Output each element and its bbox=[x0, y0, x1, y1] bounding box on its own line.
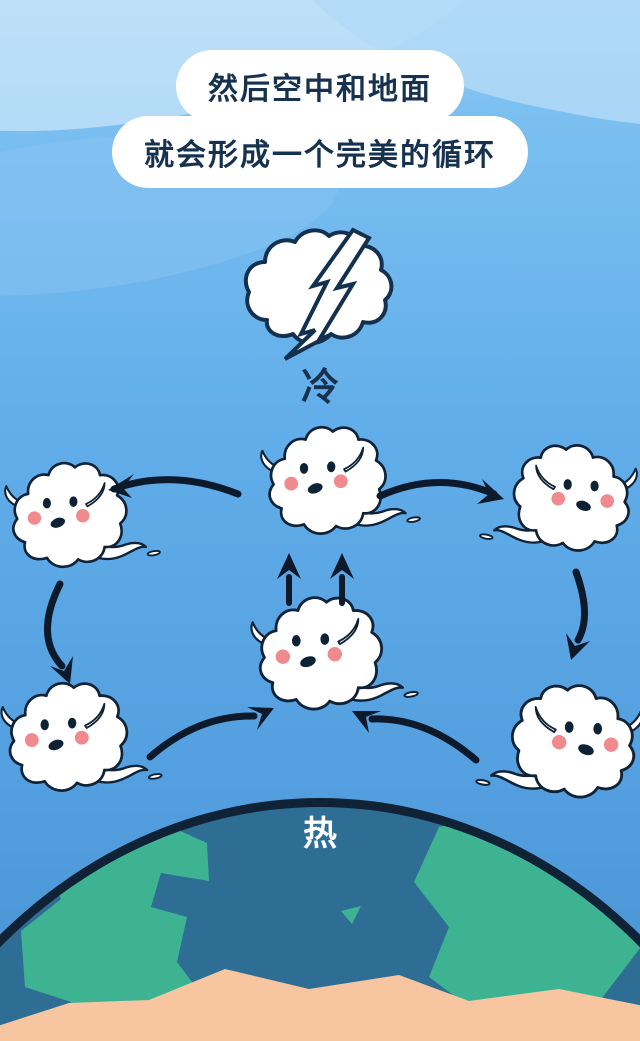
cloud-character-top-center bbox=[256, 422, 424, 542]
island bbox=[341, 906, 361, 924]
continent-left bbox=[21, 817, 209, 1041]
arrow-bottomright-to-middle bbox=[368, 715, 480, 764]
lightning-bolt-icon bbox=[283, 227, 372, 361]
cloud-character-bottom-right bbox=[472, 680, 640, 806]
cloud-character-top-left bbox=[0, 458, 164, 575]
continent-right bbox=[414, 813, 640, 1041]
arrowhead-up bbox=[330, 553, 354, 579]
earth-globe bbox=[0, 798, 640, 1041]
cloud-character-top-right bbox=[476, 440, 640, 559]
arrow-descend-right bbox=[572, 568, 589, 644]
arrowhead-up bbox=[277, 553, 301, 579]
hot-label: 热 bbox=[303, 815, 337, 853]
cloud-character-middle bbox=[246, 592, 422, 718]
title-banner-2: 就会形成一个完美的循环 bbox=[112, 116, 528, 188]
cloud-character-bottom-left bbox=[0, 678, 166, 799]
earth-surface bbox=[0, 813, 640, 1041]
sand-landmass bbox=[0, 969, 640, 1041]
arrow-descend-left bbox=[44, 580, 66, 670]
title-banner-1: 然后空中和地面 bbox=[176, 50, 464, 122]
storm-cloud-lightning-icon bbox=[243, 227, 394, 361]
arrowhead-down-left bbox=[566, 633, 590, 660]
cold-label: 冷 bbox=[300, 367, 339, 409]
